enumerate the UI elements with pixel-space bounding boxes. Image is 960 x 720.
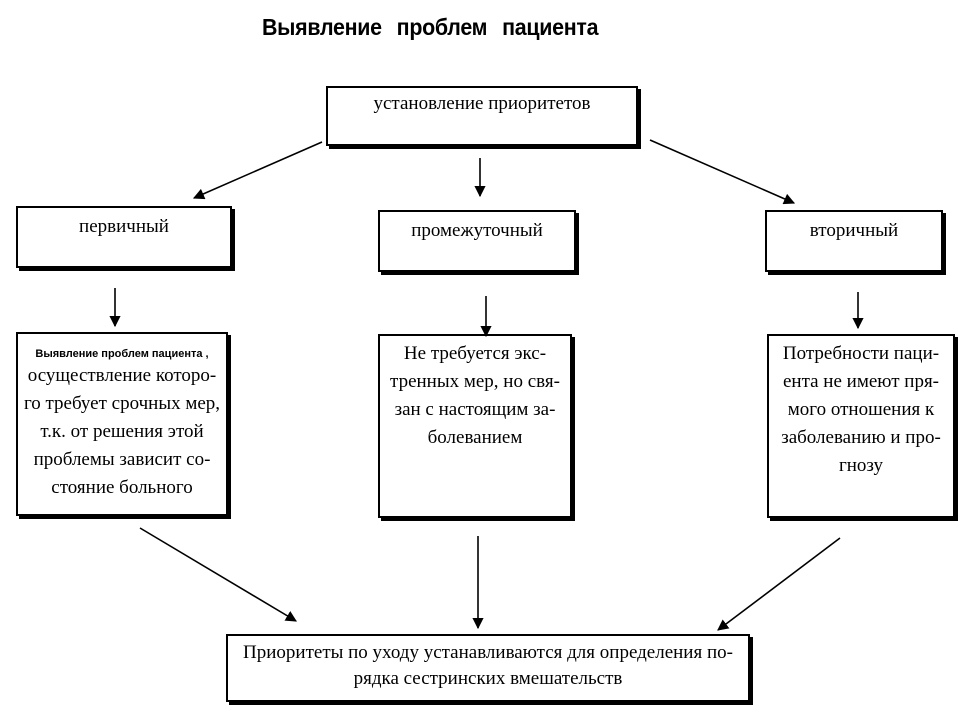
description-line: зан с настоящим за-: [394, 399, 556, 420]
description-line: проблемы зависит со-: [33, 449, 211, 470]
level-label-secondary: вторичный: [809, 220, 899, 241]
diagram-title: Выявление проблем пациента: [262, 14, 599, 40]
root-label: установление приоритетов: [373, 93, 591, 114]
arrow-root-to-primary: [192, 141, 323, 200]
arrow-secondary-to-bottom: [717, 537, 841, 631]
description-line: го требует срочных мер,: [23, 393, 221, 414]
level-label-intermediate: промежуточный: [411, 220, 543, 241]
root-box: установление приоритетов: [326, 86, 638, 146]
description-box-intermediate: Не требуется экс- тренных мер, но свя- з…: [378, 334, 572, 518]
description-line: тренных мер, но свя-: [390, 371, 560, 392]
bottom-line: рядка сестринских вмешательств: [353, 668, 623, 689]
description-line: осуществление которо-: [27, 365, 217, 386]
level-box-intermediate: промежуточный: [378, 210, 576, 272]
description-lead-primary: Выявление проблем пациента ,: [35, 348, 209, 360]
description-line: стояние больного: [51, 477, 193, 498]
bottom-box: Приоритеты по уходу устанавливаются для …: [226, 634, 750, 702]
description-line: т.к. от решения этой: [40, 421, 204, 442]
description-line: гнозу: [838, 455, 884, 476]
description-line: ента не имеют пря-: [782, 371, 940, 392]
description-box-secondary: Потребности паци- ента не имеют пря- мог…: [767, 334, 955, 518]
description-line: мого отношения к: [787, 399, 935, 420]
description-box-primary: Выявление проблем пациента , осуществлен…: [16, 332, 228, 516]
bottom-line: Приоритеты по уходу устанавливаются для …: [243, 642, 733, 663]
description-line: болеванием: [427, 427, 523, 448]
description-line: Не требуется экс-: [403, 343, 547, 364]
arrow-root-to-secondary: [649, 139, 796, 205]
arrow-primary-to-bottom: [139, 527, 297, 622]
description-line: Потребности паци-: [782, 343, 940, 364]
level-box-secondary: вторичный: [765, 210, 943, 272]
description-line: заболеванию и про-: [781, 427, 941, 448]
level-box-primary: первичный: [16, 206, 232, 268]
level-label-primary: первичный: [79, 216, 169, 237]
